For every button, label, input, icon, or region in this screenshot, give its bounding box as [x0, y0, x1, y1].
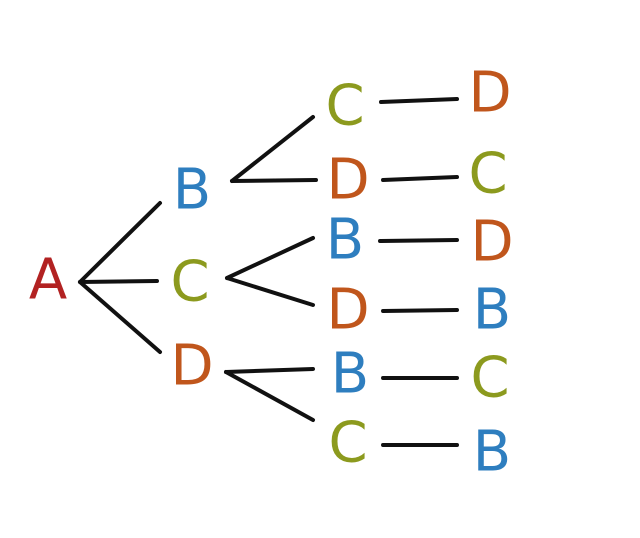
node-level2-6: C: [328, 411, 367, 476]
edge-c-d: [225, 276, 315, 307]
edge-d-b: [224, 367, 315, 374]
node-level3-4: B: [473, 278, 511, 343]
node-level2-5: B: [331, 342, 369, 407]
node-level1-3: D: [170, 334, 213, 399]
edge-d-c: [224, 370, 315, 422]
node-level1-2: C: [170, 250, 209, 315]
node-level3-1: D: [468, 61, 511, 126]
edge-d-c-leaf: [381, 175, 459, 182]
node-level3-6: B: [473, 420, 511, 485]
edge-b-c: [230, 115, 315, 183]
edge-c-d-leaf: [379, 97, 459, 104]
node-level2-2: D: [326, 148, 369, 213]
node-level2-3: B: [326, 208, 364, 273]
node-level3-5: C: [470, 346, 509, 411]
node-level2-4: D: [326, 278, 369, 343]
edge-a-d: [78, 280, 162, 354]
edge-b-d: [230, 178, 318, 183]
edge-a-c: [78, 279, 159, 284]
node-level2-1: C: [325, 74, 364, 139]
node-level3-3: D: [470, 210, 513, 275]
edge-a-b: [78, 201, 162, 284]
edge-b-d-leaf: [378, 238, 459, 243]
edge-d-b-leaf: [381, 308, 459, 313]
node-root: A: [29, 248, 67, 313]
node-level1-1: B: [173, 158, 211, 223]
edge-c-b: [225, 236, 315, 280]
node-level3-2: C: [468, 142, 507, 207]
